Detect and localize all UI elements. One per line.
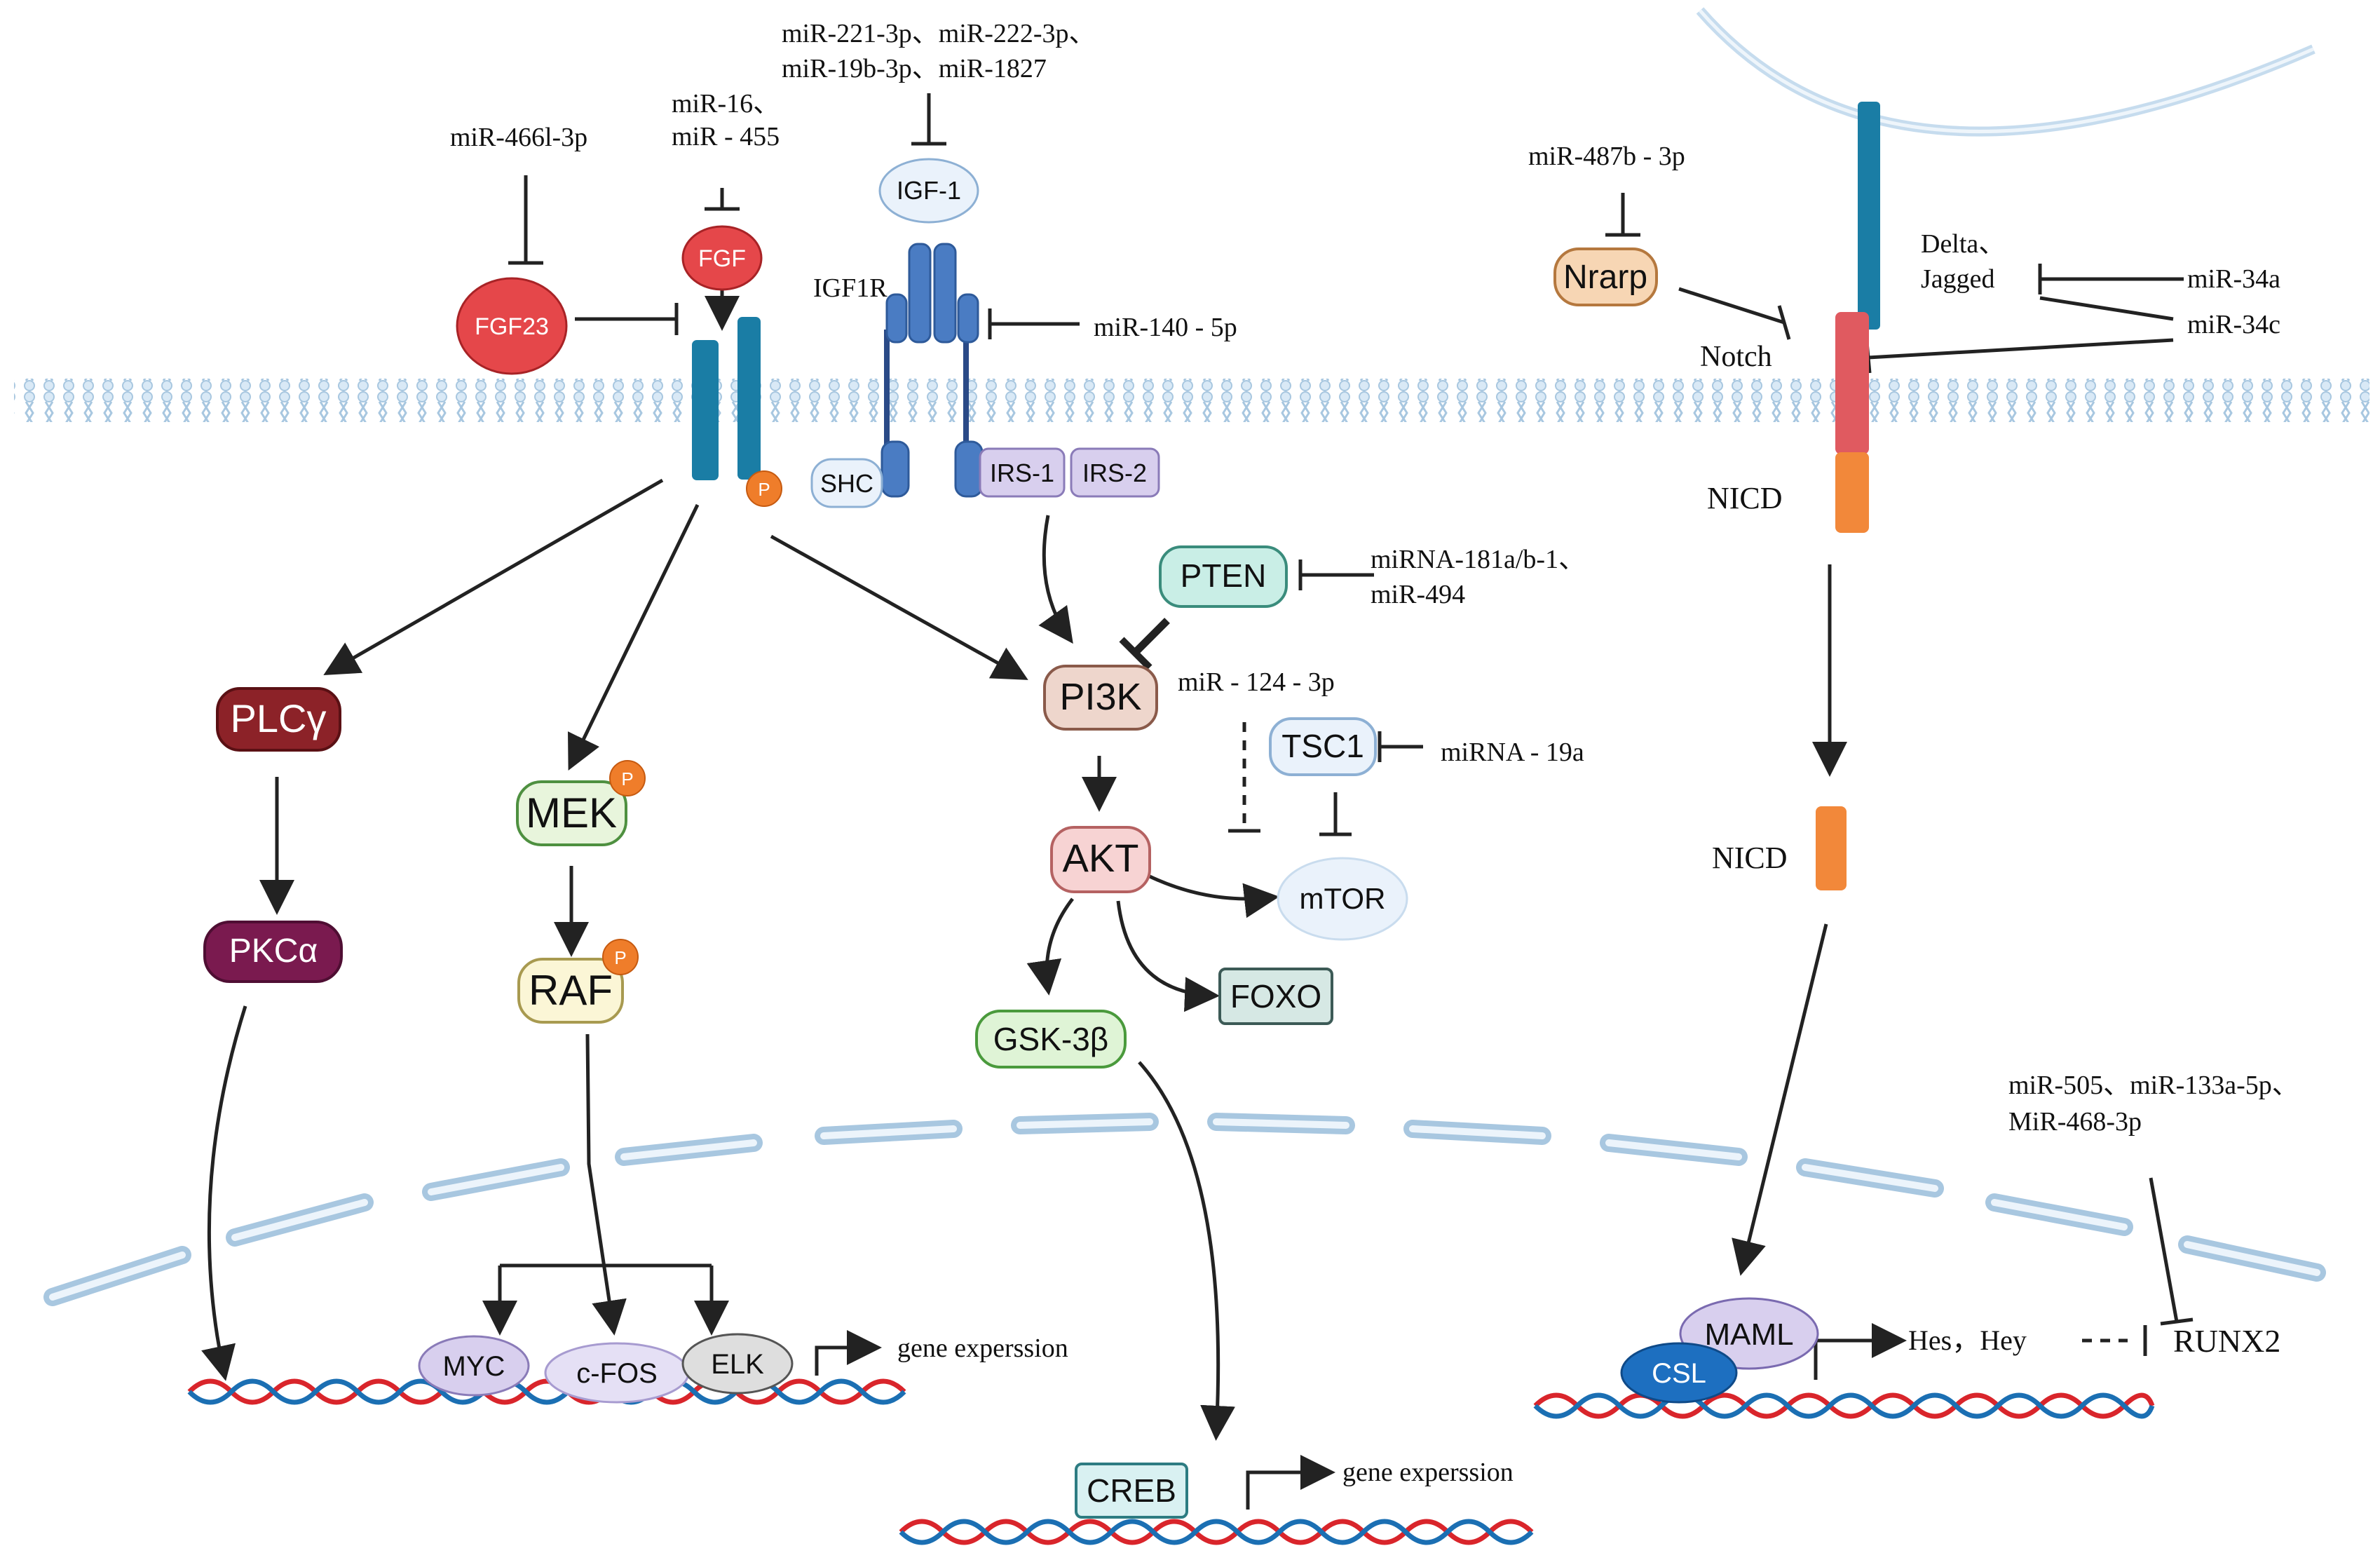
svg-text:RAF: RAF [529,967,613,1014]
svg-text:miRNA-181a/b-1、: miRNA-181a/b-1、 [1371,545,1585,574]
svg-text:miR-221-3p、miR-222-3p、: miR-221-3p、miR-222-3p、 [782,19,1096,48]
svg-text:Jagged: Jagged [1921,264,1995,294]
node-irs1: IRS-1 [979,447,1066,498]
svg-text:miR - 124 - 3p: miR - 124 - 3p [1178,667,1335,697]
node-pten: PTEN [1159,545,1288,608]
dna-right [1533,1392,2155,1419]
svg-text:P: P [621,768,633,789]
svg-text:PLCγ: PLCγ [231,696,327,740]
svg-text:NICD: NICD [1707,481,1783,515]
node-myc: MYC [418,1335,530,1397]
svg-text:miRNA - 19a: miRNA - 19a [1441,738,1584,767]
node-plcg: PLCγ [216,687,341,752]
svg-text:IGF1R: IGF1R [813,273,888,303]
node-gsk3b: GSK-3β [975,1010,1127,1069]
node-nrarp: Nrarp [1553,247,1658,306]
dna-center [899,1519,1534,1545]
svg-text:AKT: AKT [1063,836,1139,880]
svg-text:MYC: MYC [443,1351,505,1382]
node-irs2: IRS-2 [1070,447,1160,498]
notch-receptor [1816,102,1880,890]
svg-text:PTEN: PTEN [1181,557,1267,594]
svg-text:miR-34a: miR-34a [2187,264,2280,294]
node-elk: ELK [681,1333,794,1395]
svg-text:ELK: ELK [711,1349,764,1380]
phospho-badge [609,760,646,796]
svg-text:miR-466l-3p: miR-466l-3p [450,123,587,152]
fgf-receptor: P [692,317,782,507]
svg-text:gene experssion: gene experssion [897,1334,1068,1363]
svg-text:miR-16、: miR-16、 [672,89,780,118]
node-tsc1: TSC1 [1269,717,1377,776]
svg-text:mTOR: mTOR [1300,882,1386,915]
svg-text:CSL: CSL [1652,1358,1706,1389]
node-fgf23: FGF23 [456,277,568,375]
svg-text:FOXO: FOXO [1230,978,1321,1015]
dna-left [187,1378,906,1405]
svg-text:gene experssion: gene experssion [1342,1458,1514,1487]
svg-text:RUNX2: RUNX2 [2173,1323,2280,1359]
node-raf: RAF P [517,939,639,1024]
svg-text:miR-494: miR-494 [1371,580,1465,609]
node-akt: AKT [1050,826,1151,893]
labels: miR-466l-3p miR-16、 miR - 455 miR-221-3p… [450,19,2299,1487]
svg-text:MEK: MEK [526,789,617,836]
svg-text:CREB: CREB [1087,1472,1176,1509]
svg-text:PKCα: PKCα [229,932,318,970]
node-csl: CSL [1620,1342,1738,1404]
nuclear-envelope [43,1113,2326,1306]
node-fgf: FGF [681,225,763,291]
node-creb: CREB [1075,1463,1188,1519]
svg-text:miR-140 - 5p: miR-140 - 5p [1094,313,1237,342]
svg-text:Delta、: Delta、 [1921,229,2005,259]
cell-membrane [14,379,2369,422]
svg-text:Hes，Hey: Hes，Hey [1908,1324,2027,1356]
node-pi3k: PI3K [1043,665,1158,731]
svg-text:GSK-3β: GSK-3β [993,1021,1109,1057]
svg-text:SHC: SHC [820,469,873,498]
svg-text:c-FOS: c-FOS [576,1358,658,1389]
svg-text:IGF-1: IGF-1 [897,176,961,205]
svg-text:FGF: FGF [698,245,746,272]
svg-text:miR-34c: miR-34c [2187,310,2280,339]
svg-text:miR - 455: miR - 455 [672,122,780,151]
svg-text:TSC1: TSC1 [1281,728,1364,764]
svg-text:miR-505、miR-133a-5p、: miR-505、miR-133a-5p、 [2008,1071,2299,1100]
node-cfos: c-FOS [544,1342,690,1404]
svg-text:Nrarp: Nrarp [1563,259,1647,296]
node-pkca: PKCα [203,921,343,983]
phospho-badge [602,939,639,975]
svg-text:PI3K: PI3K [1059,676,1141,718]
svg-text:IRS-2: IRS-2 [1082,459,1147,487]
svg-text:IRS-1: IRS-1 [990,459,1054,487]
node-mtor: mTOR [1277,857,1408,941]
svg-text:miR-487b - 3p: miR-487b - 3p [1528,142,1685,171]
node-mek: MEK P [516,760,646,846]
svg-text:miR-19b-3p、miR-1827: miR-19b-3p、miR-1827 [782,54,1047,83]
svg-text:MAML: MAML [1704,1317,1793,1352]
svg-text:P: P [614,947,626,968]
node-foxo: FOXO [1218,968,1333,1025]
node-igf1: IGF-1 [878,158,979,224]
svg-text:MiR-468-3p: MiR-468-3p [2008,1107,2142,1137]
phospho-badge [746,470,782,507]
neighbor-cell-membrane [1696,7,2316,137]
node-shc: SHC [810,458,883,508]
edges [201,93,2194,1510]
svg-text:P: P [758,479,770,500]
svg-text:NICD: NICD [1712,841,1788,875]
igf1r-receptor [880,243,984,498]
svg-text:Notch: Notch [1700,341,1772,373]
svg-text:FGF23: FGF23 [475,313,549,340]
